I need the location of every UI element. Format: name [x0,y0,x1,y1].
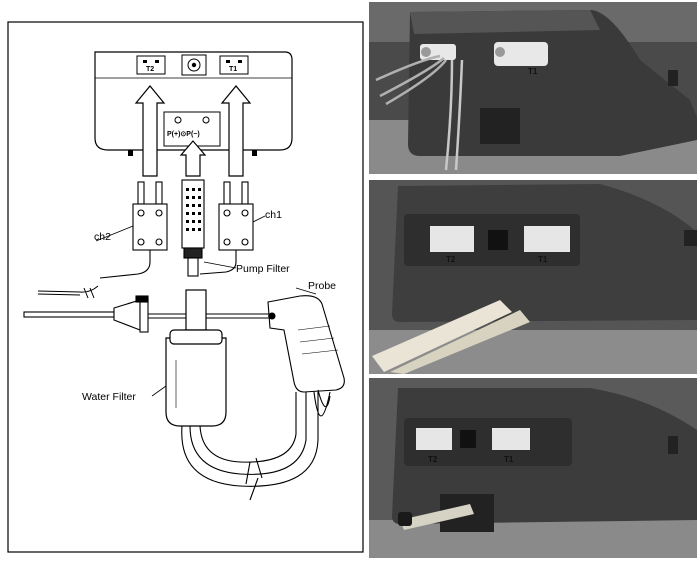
t1-socket: T1 [219,55,249,75]
power-jack [181,54,207,76]
callout-pump-filter: Pump Filter [236,263,290,275]
pressure-port: P(+)⊙P(−) [163,111,221,147]
water-filter [165,289,227,427]
t2-socket: T2 [136,55,166,75]
pressure-label: P(+)⊙P(−) [167,131,200,138]
photo-bottom-t2: T2 [428,455,438,464]
photo-top: T1 [369,2,697,174]
photo-bottom: T2 T1 [369,378,697,558]
probe-handle [267,295,345,393]
arrow-pump [179,140,207,177]
callout-ch2: ch2 [94,231,111,243]
photo-middle-t1: T1 [538,255,548,264]
t2-label: T2 [146,66,154,73]
photo-middle: T2 T1 [369,180,697,374]
hoses [181,389,331,501]
photo-bottom-t1: T1 [504,455,514,464]
ch1-connector [199,181,254,275]
ch2-connector [99,181,168,279]
arrow-ch1 [220,85,252,177]
photo-top-t1: T1 [528,67,538,76]
connection-diagram: T2 T1 P(+)⊙P(−) [7,21,364,553]
callout-probe: Probe [308,280,336,292]
callout-ch1: ch1 [265,209,282,221]
callout-leaders [95,215,317,397]
t1-label: T1 [229,66,237,73]
arrow-ch2 [134,85,166,177]
probe-shaft [23,295,270,333]
callout-water-filter: Water Filter [82,391,136,403]
photo-middle-t2: T2 [446,255,456,264]
thermocouple-wire [37,285,99,299]
pump-filter [181,179,205,277]
